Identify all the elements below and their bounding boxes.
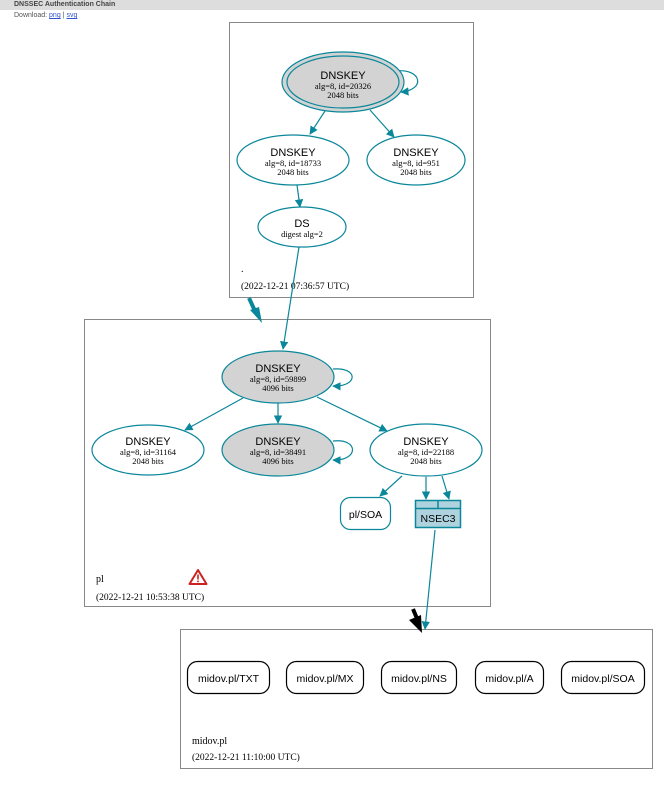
node-root-zsk2-title: DNSKEY bbox=[393, 147, 439, 159]
node-root-ksk-title: DNSKEY bbox=[320, 70, 366, 82]
zone-pl-name: pl bbox=[96, 574, 104, 585]
zone-midov-name: midov.pl bbox=[192, 736, 227, 747]
edge-pl-k2-self bbox=[332, 440, 353, 465]
node-root-ksk-line2: 2048 bits bbox=[327, 90, 358, 100]
edge-root-ksk-to-zsk2 bbox=[369, 109, 395, 138]
edge-pl-k3-to-soa bbox=[379, 475, 403, 497]
node-pl-k1-title: DNSKEY bbox=[125, 436, 171, 448]
node-pl-nsec3-label: NSEC3 bbox=[420, 513, 455, 525]
node-root-ksk-line1: alg=8, id=20326 bbox=[315, 81, 371, 91]
node-midov-a-label: midov.pl/A bbox=[485, 673, 533, 685]
delegation-arrow-root-to-pl bbox=[247, 297, 262, 323]
node-pl-k3-line1: alg=8, id=22188 bbox=[398, 447, 454, 457]
zone-root-name: . bbox=[241, 264, 244, 275]
download-separator: | bbox=[62, 12, 65, 19]
node-pl-k2-line1: alg=8, id=38491 bbox=[250, 447, 306, 457]
node-root-ds-title: DS bbox=[294, 218, 309, 230]
node-pl-soa[interactable]: pl/SOA bbox=[339, 496, 392, 531]
node-root-zsk2-line1: alg=8, id=951 bbox=[392, 158, 440, 168]
edge-pl-ksk-to-k1 bbox=[184, 397, 244, 431]
node-pl-k2-line2: 4096 bits bbox=[262, 456, 293, 466]
node-pl-k3-title: DNSKEY bbox=[403, 436, 449, 448]
node-root-ksk[interactable]: DNSKEY alg=8, id=20326 2048 bits bbox=[281, 51, 405, 113]
node-root-zsk1-title: DNSKEY bbox=[270, 147, 316, 159]
node-root-zsk-951[interactable]: DNSKEY alg=8, id=951 2048 bits bbox=[366, 134, 466, 186]
warning-triangle-icon bbox=[188, 569, 208, 585]
edge-ds-to-pl-ksk bbox=[280, 246, 300, 350]
node-root-zsk1-line2: 2048 bits bbox=[277, 167, 308, 177]
node-root-ds[interactable]: DS digest alg=2 bbox=[257, 206, 347, 248]
zone-root-timestamp: (2022-12-21 07:36:57 UTC) bbox=[241, 281, 349, 292]
node-pl-key-31164[interactable]: DNSKEY alg=8, id=31164 2048 bits bbox=[91, 424, 205, 476]
node-pl-ksk-line2: 4096 bits bbox=[262, 383, 293, 393]
delegation-arrow-pl-to-midov bbox=[409, 608, 422, 633]
node-root-zsk1-line1: alg=8, id=18733 bbox=[265, 158, 321, 168]
edge-pl-k3-to-nsec3-b bbox=[441, 475, 451, 500]
node-midov-mx[interactable]: midov.pl/MX bbox=[285, 660, 365, 695]
node-pl-ksk-line1: alg=8, id=59899 bbox=[250, 374, 306, 384]
zone-midov-timestamp: (2022-12-21 11:10:00 UTC) bbox=[192, 752, 300, 763]
node-midov-txt[interactable]: midov.pl/TXT bbox=[186, 660, 271, 695]
zone-midov-box bbox=[180, 629, 653, 769]
node-pl-nsec3[interactable]: NSEC3 bbox=[414, 499, 462, 529]
download-png-link[interactable]: png bbox=[49, 12, 61, 19]
node-pl-key-38491[interactable]: DNSKEY alg=8, id=38491 4096 bits bbox=[221, 423, 335, 477]
node-pl-k2-title: DNSKEY bbox=[255, 436, 301, 448]
edge-root-ksk-to-zsk1 bbox=[309, 110, 326, 135]
download-label: Download: bbox=[14, 12, 48, 19]
node-midov-mx-label: midov.pl/MX bbox=[297, 673, 354, 685]
node-root-zsk2-line2: 2048 bits bbox=[400, 167, 431, 177]
node-midov-soa[interactable]: midov.pl/SOA bbox=[560, 660, 646, 695]
node-root-ds-line1: digest alg=2 bbox=[281, 229, 323, 239]
node-pl-soa-label: pl/SOA bbox=[349, 509, 382, 521]
edge-nsec3-to-midov bbox=[421, 529, 436, 630]
node-midov-soa-label: midov.pl/SOA bbox=[571, 673, 634, 685]
edge-root-ksk-self bbox=[394, 70, 419, 96]
node-root-zsk-18733[interactable]: DNSKEY alg=8, id=18733 2048 bits bbox=[236, 134, 350, 186]
edge-pl-ksk-to-k3 bbox=[316, 396, 388, 432]
node-midov-txt-label: midov.pl/TXT bbox=[198, 673, 260, 685]
node-midov-a[interactable]: midov.pl/A bbox=[474, 660, 545, 695]
node-midov-ns-label: midov.pl/NS bbox=[391, 673, 447, 685]
edge-root-zsk1-to-ds bbox=[294, 184, 304, 208]
title-bar bbox=[0, 0, 664, 10]
node-pl-ksk-title: DNSKEY bbox=[255, 363, 301, 375]
node-pl-k1-line2: 2048 bits bbox=[132, 456, 163, 466]
page-title: DNSSEC Authentication Chain bbox=[14, 1, 116, 8]
edge-pl-ksk-self bbox=[332, 368, 353, 391]
node-pl-k3-line2: 2048 bits bbox=[410, 456, 441, 466]
download-links: Download: png | svg bbox=[14, 11, 77, 21]
zone-pl-timestamp: (2022-12-21 10:53:38 UTC) bbox=[96, 592, 204, 603]
node-pl-k1-line1: alg=8, id=31164 bbox=[120, 447, 177, 457]
node-midov-ns[interactable]: midov.pl/NS bbox=[380, 660, 458, 695]
node-pl-ksk-59899[interactable]: DNSKEY alg=8, id=59899 4096 bits bbox=[221, 350, 335, 404]
node-pl-key-22188[interactable]: DNSKEY alg=8, id=22188 2048 bits bbox=[369, 423, 483, 477]
download-svg-link[interactable]: svg bbox=[66, 12, 78, 19]
